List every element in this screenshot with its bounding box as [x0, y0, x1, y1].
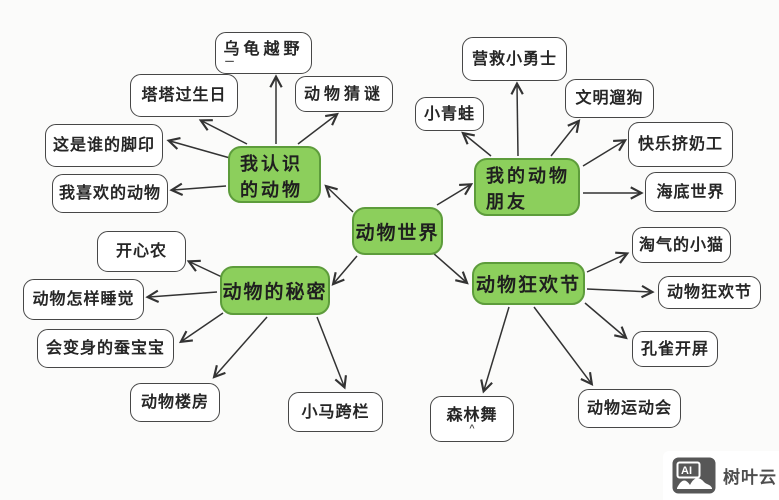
- arrow-to-whose-footprint: [170, 141, 231, 159]
- arrow-to-rescue-little-hero: [517, 85, 518, 157]
- arrow-to-happy-farm: [190, 262, 225, 279]
- arrow-to-forest-dance: [484, 306, 510, 390]
- arrow-to-animals-i-like: [173, 186, 227, 190]
- leaf-tata-birthday: 塔塔过生日: [130, 74, 238, 117]
- svg-text:AI: AI: [681, 465, 692, 477]
- leaf-animal-riddle: 动物猜谜: [295, 76, 393, 112]
- leaf-naughty-kitten: 淘气的小猫: [632, 227, 731, 263]
- watermark-logo-icon: AI: [672, 457, 716, 494]
- arrow-to-animal-building: [215, 316, 268, 376]
- arrow-to-animal-carnival-leaf: [586, 289, 651, 292]
- leaf-how-animals-sleep: 动物怎样睡觉: [23, 279, 144, 320]
- center-node-animal-world: 动物世界: [352, 207, 443, 255]
- leaf-submark: 一: [225, 57, 235, 67]
- watermark-text: 树叶云: [723, 468, 777, 487]
- leaf-little-frog: 小青蛙: [415, 97, 484, 131]
- leaf-rescue-little-hero: 营救小勇士: [462, 37, 567, 81]
- arrow-to-happy-milker: [582, 141, 624, 167]
- leaf-pony-hurdle: 小马跨栏: [288, 392, 383, 432]
- arrow-to-naughty-kitten: [586, 254, 626, 273]
- leaf-animal-carnival: 动物狂欢节: [658, 276, 761, 309]
- leaf-forest-dance: 森林舞 ^: [430, 396, 514, 442]
- arrow-center-to-animal-friends: [436, 185, 470, 206]
- leaf-peacock-display: 孔雀开屏: [632, 331, 718, 367]
- arrow-to-animal-riddle: [297, 115, 336, 145]
- branch-animal-secrets: 动物的秘密: [220, 266, 330, 315]
- arrow-to-civilized-dog-walking: [550, 122, 578, 157]
- leaf-animals-i-like: 我喜欢的动物: [52, 174, 168, 213]
- leaf-label: 森林舞: [446, 407, 498, 424]
- branch-animals-i-know: 我认识的动物: [228, 146, 321, 203]
- watermark: AI 树叶云: [663, 451, 779, 500]
- leaf-civilized-dog-walking: 文明遛狗: [565, 79, 654, 118]
- arrow-center-to-animals-i-know: [327, 187, 354, 213]
- arrow-to-little-frog: [464, 134, 492, 157]
- branch-my-animal-friends: 我的动物朋友: [474, 158, 580, 216]
- arrow-to-pony-hurdle: [316, 316, 344, 386]
- leaf-label: 乌龟越野: [223, 41, 304, 58]
- leaf-happy-milker: 快乐挤奶工: [628, 122, 733, 167]
- leaf-submark: ^: [469, 423, 475, 433]
- leaf-transforming-silkworm: 会变身的蚕宝宝: [37, 329, 174, 368]
- arrow-to-peacock-display: [584, 302, 625, 337]
- leaf-animal-sports-meet: 动物运动会: [578, 389, 681, 428]
- leaf-undersea-world: 海底世界: [645, 172, 736, 212]
- arrow-to-how-animals-sleep: [149, 292, 218, 297]
- arrow-center-to-animal-secrets: [334, 255, 358, 283]
- leaf-whose-footprint: 这是谁的脚印: [45, 124, 163, 167]
- leaf-happy-farm: 开心农: [97, 231, 186, 272]
- arrow-to-tata-birthday: [202, 121, 248, 145]
- leaf-animal-building: 动物楼房: [130, 383, 220, 422]
- arrow-to-transforming-silkworm: [182, 312, 224, 341]
- arrow-center-to-animal-carnival: [432, 252, 466, 282]
- leaf-turtle-cross-country: 乌龟越野 一: [215, 32, 312, 74]
- branch-animal-carnival: 动物狂欢节: [472, 262, 585, 305]
- arrow-to-animal-sports-meet: [533, 306, 591, 383]
